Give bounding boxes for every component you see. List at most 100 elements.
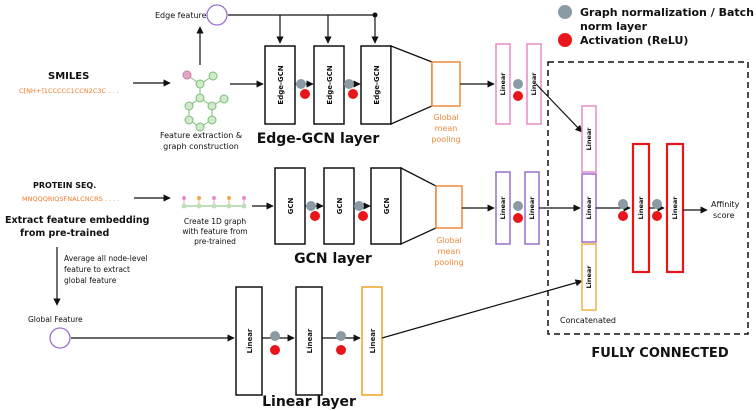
gcn-block-1-label: GCN [287, 197, 295, 214]
feature-extraction-label-line2: graph construction [163, 142, 239, 151]
linear-layer-title: Linear layer [262, 394, 356, 410]
gcn-block-2-label: GCN [336, 197, 344, 214]
gcn-norm-dot-2 [354, 201, 364, 211]
global-linear-3-label: Linear [369, 328, 377, 353]
average-label-line2: feature to extract [64, 265, 130, 274]
global-feature-label: Global Feature [28, 315, 83, 324]
gcn-relu-dot-2 [358, 211, 368, 221]
gcn-pooling-block [435, 185, 463, 229]
edge-gcn-block-2: Edge-GCN [313, 45, 345, 125]
concat-linear-drug: Linear [581, 105, 597, 173]
drug-linear-norm-dot [513, 79, 523, 89]
edge-gcn-block-2-label: Edge-GCN [326, 65, 334, 104]
molecular-graph-icon [182, 70, 229, 132]
drug-linear-1-label: Linear [499, 72, 507, 96]
create-graph-label-line2: with feature from [182, 227, 247, 236]
global-linear-norm-dot-2 [336, 331, 346, 341]
edge-gcn-relu-dot-2 [348, 89, 358, 99]
protein-title: PROTEIN SEQ. [33, 181, 96, 190]
drug-linear-1: Linear [495, 43, 511, 125]
fully-connected-title: FULLY CONNECTED [591, 346, 728, 361]
edge-feature-label: Edge feature [155, 11, 207, 20]
edge-feature-node [206, 4, 228, 26]
drug-to-fc-arrow [535, 83, 583, 133]
edge-gcn-relu-dot-1 [300, 89, 310, 99]
gcn-pooling-funnel [400, 166, 437, 246]
average-label-line1: Average all node-level [64, 254, 148, 263]
fc-linear-1: Linear [631, 142, 651, 274]
concat-linear-drug-label: Linear [585, 127, 593, 151]
protein-linear-2: Linear [524, 171, 540, 245]
gcn-norm-dot-1 [306, 201, 316, 211]
gcn-block-3: GCN [370, 167, 402, 245]
fc-linear-2: Linear [665, 142, 685, 274]
concatenated-label: Concatenated [560, 316, 616, 325]
edge-gcn-block-1-label: Edge-GCN [277, 65, 285, 104]
protein-linear-1: Linear [495, 171, 511, 245]
protein-linear-2-label: Linear [528, 196, 536, 220]
protein-string: MNQQQRIQSFNALCNCRS . . . . [22, 195, 119, 203]
extract-label-line1: Extract feature embedding [5, 215, 149, 226]
smiles-string: C[NH+]1CCCCC1CCN2C3C . . . [19, 87, 118, 95]
drug-linear-relu-dot [513, 91, 523, 101]
fc-linear-1-label: Linear [637, 196, 645, 220]
feature-extraction-label-line1: Feature extraction & [160, 131, 242, 140]
edge-gcn-pool-line3: pooling [431, 135, 460, 144]
global-linear-1: Linear [235, 286, 263, 396]
edge-gcn-norm-dot-2 [344, 79, 354, 89]
gcn-pool-line1: Global [436, 236, 462, 245]
affinity-label-line1: Affinity [711, 200, 740, 209]
create-graph-label-line3: pre-trained [194, 237, 236, 246]
edge-gcn-pool-line1: Global [433, 113, 459, 122]
norm-legend-dot [558, 5, 572, 19]
global-to-fc-arrow [381, 279, 583, 339]
concat-linear-global: Linear [581, 243, 597, 311]
edge-gcn-pooling-funnel [390, 45, 433, 125]
fc-relu-dot-2 [652, 211, 662, 221]
gcn-block-2: GCN [323, 167, 355, 245]
protein-1d-graph-icon [181, 196, 247, 209]
norm-legend-label-line1: Graph normalization / Batch [580, 6, 754, 19]
create-graph-label-line1: Create 1D graph [184, 217, 246, 226]
gcn-pool-line3: pooling [434, 258, 463, 267]
activation-legend-label: Activation (ReLU) [580, 34, 688, 47]
gcn-block-3-label: GCN [383, 197, 391, 214]
average-label-line3: global feature [64, 276, 117, 285]
global-linear-relu-dot-1 [270, 345, 280, 355]
affinity-label-line2: score [713, 211, 735, 220]
protein-linear-norm-dot [513, 201, 523, 211]
global-linear-1-label: Linear [246, 328, 254, 353]
global-linear-2: Linear [295, 286, 323, 396]
global-linear-3: Linear [361, 286, 383, 396]
legend: Graph normalization / Batch norm layer A… [558, 5, 754, 47]
edge-gcn-layer-title: Edge-GCN layer [257, 131, 380, 147]
edge-gcn-pool-line2: mean [435, 124, 458, 133]
drug-linear-2: Linear [526, 43, 542, 125]
gcn-block-1: GCN [274, 167, 306, 245]
edge-gcn-block-3-label: Edge-GCN [373, 65, 381, 104]
concat-linear-global-label: Linear [585, 265, 593, 289]
smiles-title: SMILES [48, 71, 89, 82]
gcn-pool-line2: mean [438, 247, 461, 256]
concat-linear-protein-label: Linear [585, 196, 593, 220]
gcn-layer-title: GCN layer [294, 251, 372, 267]
protein-linear-relu-dot [513, 213, 523, 223]
concat-linear-protein: Linear [581, 173, 597, 243]
edge-gcn-pooling-block [431, 61, 461, 107]
edge-gcn-norm-dot-1 [296, 79, 306, 89]
fc-relu-dot-1 [618, 211, 628, 221]
edge-gcn-block-1: Edge-GCN [264, 45, 296, 125]
extract-label-line2: from pre-trained [20, 228, 109, 239]
gcn-relu-dot-1 [310, 211, 320, 221]
activation-legend-dot [558, 33, 572, 47]
norm-legend-label-line2: norm layer [580, 20, 648, 33]
global-linear-relu-dot-2 [336, 345, 346, 355]
fc-norm-dot-1 [618, 199, 628, 209]
global-linear-2-label: Linear [306, 328, 314, 353]
fully-connected-box [547, 61, 749, 335]
fc-norm-dot-2 [652, 199, 662, 209]
fc-linear-2-label: Linear [671, 196, 679, 220]
edge-gcn-block-3: Edge-GCN [360, 45, 392, 125]
global-feature-node [49, 327, 71, 349]
